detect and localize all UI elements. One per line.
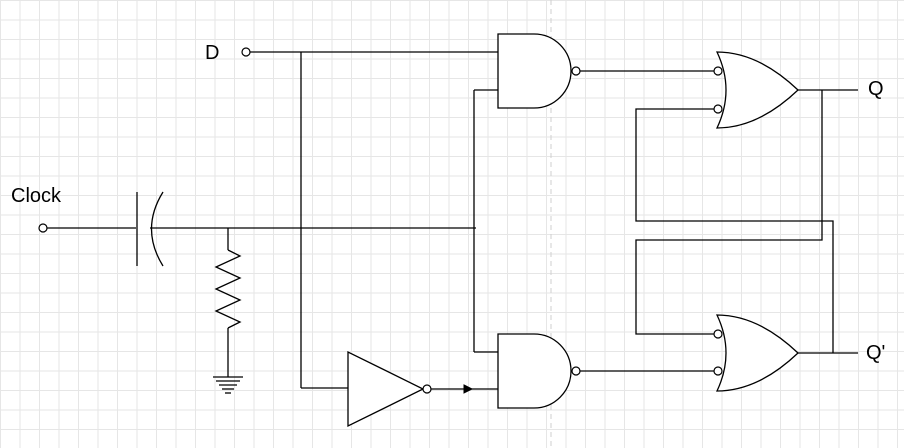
or-gate-top-input-bubble-1 bbox=[713, 66, 723, 76]
q-label: Q bbox=[868, 78, 884, 100]
q-feedback-wire bbox=[635, 90, 823, 335]
not-gate-bubble bbox=[422, 384, 432, 394]
or-gate-top-input-bubble-2 bbox=[713, 104, 723, 114]
d-label: D bbox=[205, 42, 220, 64]
or-gate-bottom-input-bubble-1 bbox=[713, 329, 723, 339]
clock-label: Clock bbox=[11, 185, 62, 207]
ground-icon bbox=[213, 376, 243, 394]
nand-gate-bottom bbox=[497, 333, 572, 409]
not-gate bbox=[347, 350, 425, 428]
qbar-feedback-wire bbox=[635, 108, 834, 353]
or-gate-bottom bbox=[715, 314, 799, 392]
d-input-terminal bbox=[241, 47, 251, 57]
or-gate-bottom-input-bubble-2 bbox=[713, 366, 723, 376]
nand-gate-top-bubble bbox=[571, 66, 581, 76]
arrow-icon bbox=[463, 384, 474, 394]
nand-gate-bottom-bubble bbox=[571, 366, 581, 376]
or-gate-top bbox=[715, 51, 799, 129]
nand-gate-top bbox=[497, 33, 572, 109]
clock-input-terminal bbox=[38, 223, 48, 233]
resistor bbox=[214, 249, 242, 329]
q-bar-label: Q' bbox=[866, 342, 886, 364]
capacitor-plate-curved bbox=[150, 191, 164, 267]
